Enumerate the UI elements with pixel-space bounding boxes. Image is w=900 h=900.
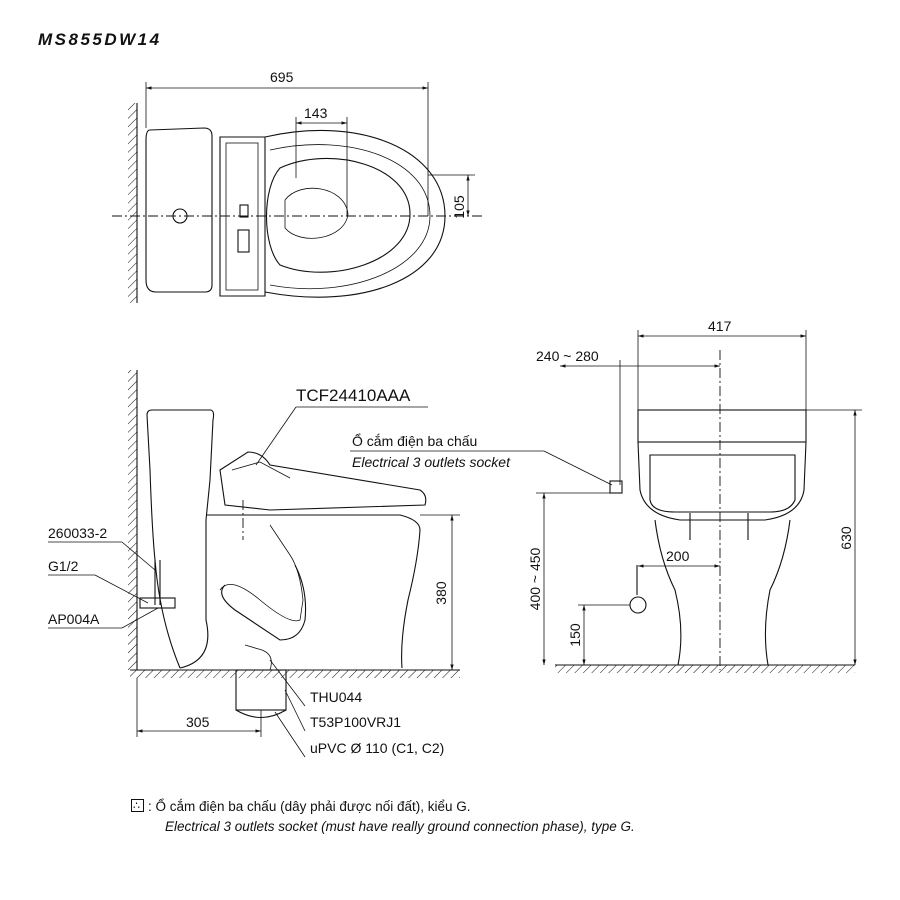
front-stop-valve [629, 596, 647, 614]
seat-model-label: TCF24410AAA [296, 386, 411, 405]
front-floor-hatch [555, 665, 855, 673]
side-view: TCF24410AAA 260033-2 G1/2 AP004A THU044 … [48, 370, 460, 758]
part-valve-label: AP004A [48, 611, 100, 627]
side-floor-hatch [130, 670, 460, 678]
dim-supply-height: 150 [567, 623, 583, 647]
part-supply-label: 260033-2 [48, 525, 107, 541]
bowl-outline [264, 129, 446, 298]
dim-seat-offset-text: 143 [304, 105, 328, 121]
top-view: 695 143 105 [112, 69, 485, 303]
front-view: Ổ cắm điện ba chấu Electrical 3 outlets … [350, 318, 862, 673]
dim-center-offset: 105 [451, 195, 467, 219]
socket-label-en: Electrical 3 outlets socket [352, 454, 511, 470]
dim-supply-offset: 200 [666, 548, 690, 564]
dim-socket-offset: 240 ~ 280 [536, 348, 599, 364]
seat-control-unit [219, 136, 266, 297]
part-pipe-label: uPVC Ø 110 (C1, C2) [310, 740, 444, 756]
footnote-vi: : Ổ cắm điện ba chấu (dây phải được nối … [148, 799, 471, 814]
side-bowl [206, 514, 421, 669]
socket-icon [131, 796, 144, 816]
front-seat [637, 441, 807, 521]
part-flange-label: THU044 [310, 689, 362, 705]
footnote: : Ổ cắm điện ba chấu (dây phải được nối … [131, 796, 635, 837]
part-thread-label: G1/2 [48, 558, 79, 574]
dim-seat-height: 380 [433, 581, 449, 605]
dim-overall-length: 695 [270, 69, 294, 85]
part-drain-label: T53P100VRJ1 [310, 714, 401, 730]
front-pedestal-right [764, 519, 791, 666]
model-title: MS855DW14 [38, 30, 162, 49]
top-wall-hatch [128, 103, 137, 303]
front-tank [637, 409, 807, 443]
footnote-en: Electrical 3 outlets socket (must have r… [165, 819, 635, 834]
front-pedestal-left [654, 519, 682, 666]
socket-label-vi: Ổ cắm điện ba chấu [352, 432, 477, 449]
dim-socket-height: 400 ~ 450 [527, 547, 543, 610]
side-seat [219, 451, 427, 511]
side-wall-hatch [128, 370, 137, 670]
dim-rough-in: 305 [186, 714, 210, 730]
dim-width: 417 [708, 318, 732, 334]
stop-valve [139, 597, 176, 609]
control-panel-icon [239, 204, 249, 218]
tank-outline [145, 127, 213, 293]
side-tank [146, 409, 215, 669]
dim-total-height: 630 [838, 526, 854, 550]
control-buttons-icon [237, 229, 250, 253]
